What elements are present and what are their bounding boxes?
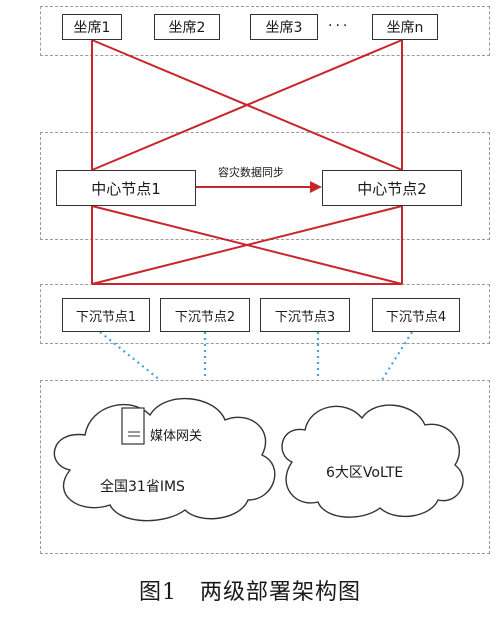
center-node-1: 中心节点1 <box>56 170 196 206</box>
sink-node-3: 下沉节点3 <box>260 298 350 332</box>
seat-1: 坐席1 <box>62 14 122 40</box>
gateway-label: 媒体网关 <box>150 429 203 444</box>
seat-n: 坐席n <box>372 14 438 40</box>
center-node-2: 中心节点2 <box>322 170 462 206</box>
ims-cloud-label: 全国31省IMS <box>100 479 185 495</box>
volte-cloud-label: 6大区VoLTE <box>326 465 404 481</box>
sink-node-2: 下沉节点2 <box>160 298 250 332</box>
seat-2: 坐席2 <box>154 14 220 40</box>
access-network-tier <box>40 380 490 554</box>
sink-node-1: 下沉节点1 <box>62 298 150 332</box>
seats-ellipsis: ··· <box>328 18 351 34</box>
figure-caption: 图1 两级部署架构图 <box>139 580 361 605</box>
seat-3: 坐席3 <box>250 14 318 40</box>
sink-node-4: 下沉节点4 <box>372 298 460 332</box>
sync-label: 容灾数据同步 <box>218 166 284 179</box>
